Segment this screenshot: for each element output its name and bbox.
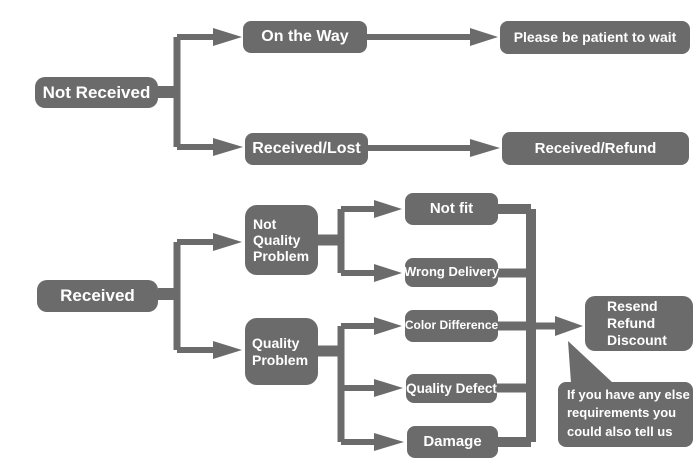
node-please-be-patient: Please be patient to wait: [500, 21, 690, 54]
note-bubble: If you have any else requirements you co…: [558, 382, 693, 447]
node-quality-defect: Quality Defect: [406, 374, 497, 403]
note-bubble-tail: [568, 341, 613, 383]
node-wrong-delivery: Wrong Delivery: [404, 258, 499, 287]
node-on-the-way: On the Way: [243, 21, 367, 53]
node-not-fit: Not fit: [405, 193, 498, 225]
node-received-refund: Received/Refund: [502, 132, 689, 165]
node-not-quality-problem: Not Quality Problem: [245, 205, 318, 275]
node-received-lost: Received/Lost: [245, 133, 368, 165]
node-resend-refund-discount: Resend Refund Discount: [585, 296, 693, 351]
node-color-difference: Color Difference: [405, 310, 498, 342]
node-received: Received: [37, 280, 158, 312]
node-quality-problem: Quality Problem: [245, 318, 318, 385]
node-damage: Damage: [407, 426, 498, 458]
node-not-received: Not Received: [35, 77, 158, 108]
